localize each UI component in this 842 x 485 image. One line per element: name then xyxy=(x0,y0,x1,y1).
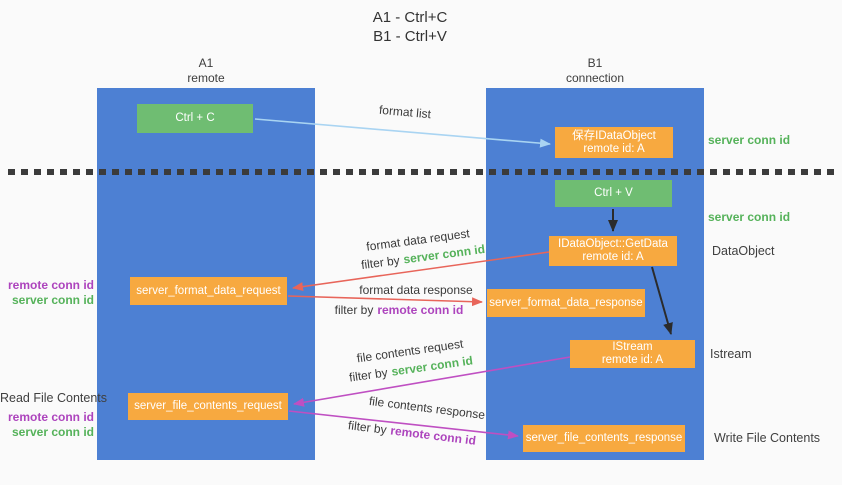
dataobject-annotation: DataObject xyxy=(712,244,775,258)
save-idataobject-node: 保存IDataObject remote id: A xyxy=(555,127,673,158)
getdata-line2: remote id: A xyxy=(582,251,644,263)
save-idataobject-line2: remote id: A xyxy=(583,142,645,155)
lifeline-b1-name: B1 xyxy=(587,56,603,70)
server-file-contents-request-node: server_file_contents_request xyxy=(128,393,288,420)
server-file-contents-response-label: server_file_contents_response xyxy=(525,432,683,444)
ctrl-v-node: Ctrl + V xyxy=(555,180,672,207)
left-server-conn-id-1: server conn id xyxy=(11,293,94,307)
format-data-response-label: format data response xyxy=(359,283,473,297)
server-format-data-response-node: server_format_data_response xyxy=(487,289,645,317)
left-conn-id-block-format: remote conn id server conn id xyxy=(0,278,94,308)
file-contents-response-label: file contents response xyxy=(368,393,486,423)
lifeline-a1-role: remote xyxy=(187,71,225,85)
istream-node: IStream remote id: A xyxy=(570,340,695,368)
right-server-conn-id-2: server conn id xyxy=(708,210,791,224)
left-remote-conn-id-2: remote conn id xyxy=(7,410,94,424)
server-format-data-response-label: server_format_data_response xyxy=(489,296,643,309)
title-line-1: A1 - Ctrl+C xyxy=(372,9,448,26)
left-conn-id-block-file: Read File Contents remote conn id server… xyxy=(0,391,108,440)
diagram-title: A1 - Ctrl+C B1 - Ctrl+V xyxy=(300,8,520,46)
right-server-conn-id-1: server conn id xyxy=(708,133,791,147)
lifeline-header-b1: B1 connection xyxy=(486,56,704,86)
save-idataobject-line1: 保存IDataObject xyxy=(572,129,656,142)
server-file-contents-response-node: server_file_contents_response xyxy=(523,425,685,452)
read-file-contents-label: Read File Contents xyxy=(0,391,108,405)
lifeline-a1-name: A1 xyxy=(198,56,214,70)
istream-line2: remote id: A xyxy=(601,354,664,366)
ctrl-c-node: Ctrl + C xyxy=(137,104,253,133)
istream-annotation: Istream xyxy=(710,347,752,361)
istream-line1: IStream xyxy=(612,341,653,353)
lifeline-header-a1: A1 remote xyxy=(97,56,315,86)
file-contents-response-filter-label: filter by remote conn id xyxy=(347,418,477,448)
ctrl-c-label: Ctrl + C xyxy=(175,112,215,124)
server-file-contents-request-label: server_file_contents_request xyxy=(134,400,282,412)
server-format-data-request-node: server_format_data_request xyxy=(130,277,287,305)
write-file-contents-label: Write File Contents xyxy=(714,431,821,445)
getdata-line1: IDataObject::GetData xyxy=(558,238,668,250)
ctrl-v-label: Ctrl + V xyxy=(594,187,633,199)
format-list-label: format list xyxy=(378,102,432,122)
format-data-response-filter-label: filter by remote conn id xyxy=(334,303,464,317)
left-server-conn-id-2: server conn id xyxy=(11,425,94,439)
server-format-data-request-label: server_format_data_request xyxy=(136,284,281,297)
lifeline-b1-role: connection xyxy=(565,71,625,85)
left-remote-conn-id-1: remote conn id xyxy=(7,278,94,292)
idataobject-getdata-node: IDataObject::GetData remote id: A xyxy=(549,236,677,266)
session-separator-dashed-line xyxy=(8,169,835,175)
title-line-2: B1 - Ctrl+V xyxy=(373,28,447,45)
